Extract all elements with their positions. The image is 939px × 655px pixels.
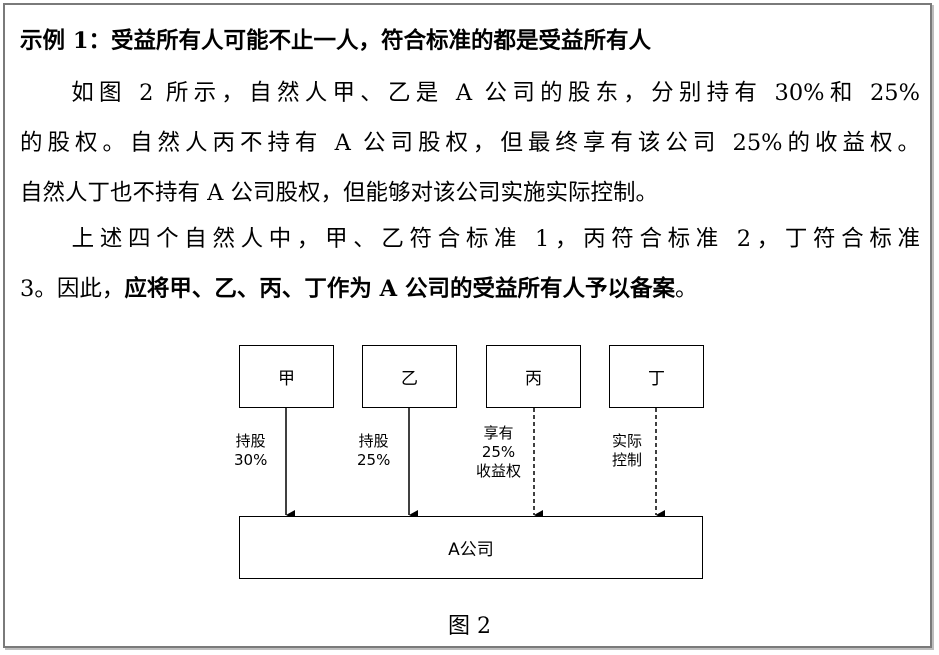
ownership-diagram: 甲 乙 丙 丁 持股 30% 持股 25% 享有 25% 收益权 实际 控制 A…: [0, 330, 939, 600]
person-yi-box: 乙: [362, 345, 457, 408]
relation-label-ding: 实际 控制: [612, 432, 643, 470]
paragraph-2-line-1-text: 上述四个自然人中，甲、乙符合标准 1，丙符合标准 2，丁符合标准: [66, 226, 920, 252]
relation-label-jia-line-2: 30%: [234, 451, 268, 469]
relation-label-jia: 持股 30%: [234, 432, 268, 470]
paragraph-2-bold-conclusion: 应将甲、乙、丙、丁作为 A 公司的受益所有人予以备案: [124, 276, 675, 302]
relation-label-ding-line-1: 实际: [612, 432, 643, 450]
person-jia-box: 甲: [239, 345, 334, 408]
paragraph-2-line-2-normal: 3。因此，: [20, 276, 125, 302]
diagram-arrows: [285, 408, 665, 520]
relation-label-yi-line-1: 持股: [358, 432, 389, 450]
relation-label-bing-line-2: 25%: [481, 443, 516, 461]
person-bing-box: 丙: [486, 345, 581, 408]
paragraph-1-line-1: 如图 2 所示，自然人甲、乙是 A 公司的股东，分别持有 30%和 25%: [20, 68, 920, 118]
paragraph-2-line-2: 3。因此，应将甲、乙、丙、丁作为 A 公司的受益所有人予以备案。: [20, 264, 920, 314]
company-box: A公司: [239, 516, 703, 579]
paragraph-1-line-2: 的股权。自然人丙不持有 A 公司股权，但最终享有该公司 25%的收益权。: [20, 130, 920, 156]
paragraph-1: 如图 2 所示，自然人甲、乙是 A 公司的股东，分别持有 30%和 25% 的股…: [20, 68, 920, 218]
person-ding-box: 丁: [609, 345, 704, 408]
relation-label-bing-line-1: 享有: [483, 424, 514, 442]
paragraph-1-line-1-text: 如图 2 所示，自然人甲、乙是 A 公司的股东，分别持有 30%和 25%: [66, 80, 920, 106]
example-title: 示例 1：受益所有人可能不止一人，符合标准的都是受益所有人: [20, 28, 651, 54]
figure-caption: 图 2: [448, 614, 491, 639]
paragraph-2-line-1: 上述四个自然人中，甲、乙符合标准 1，丙符合标准 2，丁符合标准: [20, 214, 920, 264]
relation-label-ding-line-2: 控制: [612, 451, 643, 469]
paragraph-1-line-3: 自然人丁也不持有 A 公司股权，但能够对该公司实施实际控制。: [20, 180, 659, 206]
relation-label-bing: 享有 25% 收益权: [476, 424, 522, 481]
paragraph-2: 上述四个自然人中，甲、乙符合标准 1，丙符合标准 2，丁符合标准 3。因此，应将…: [20, 214, 920, 314]
document-frame: [3, 3, 932, 648]
relation-label-bing-line-3: 收益权: [476, 462, 522, 480]
relation-label-yi: 持股 25%: [357, 432, 391, 470]
paragraph-2-line-2-end: 。: [674, 276, 698, 302]
relation-label-jia-line-1: 持股: [235, 432, 266, 450]
relation-label-yi-line-2: 25%: [357, 451, 391, 469]
